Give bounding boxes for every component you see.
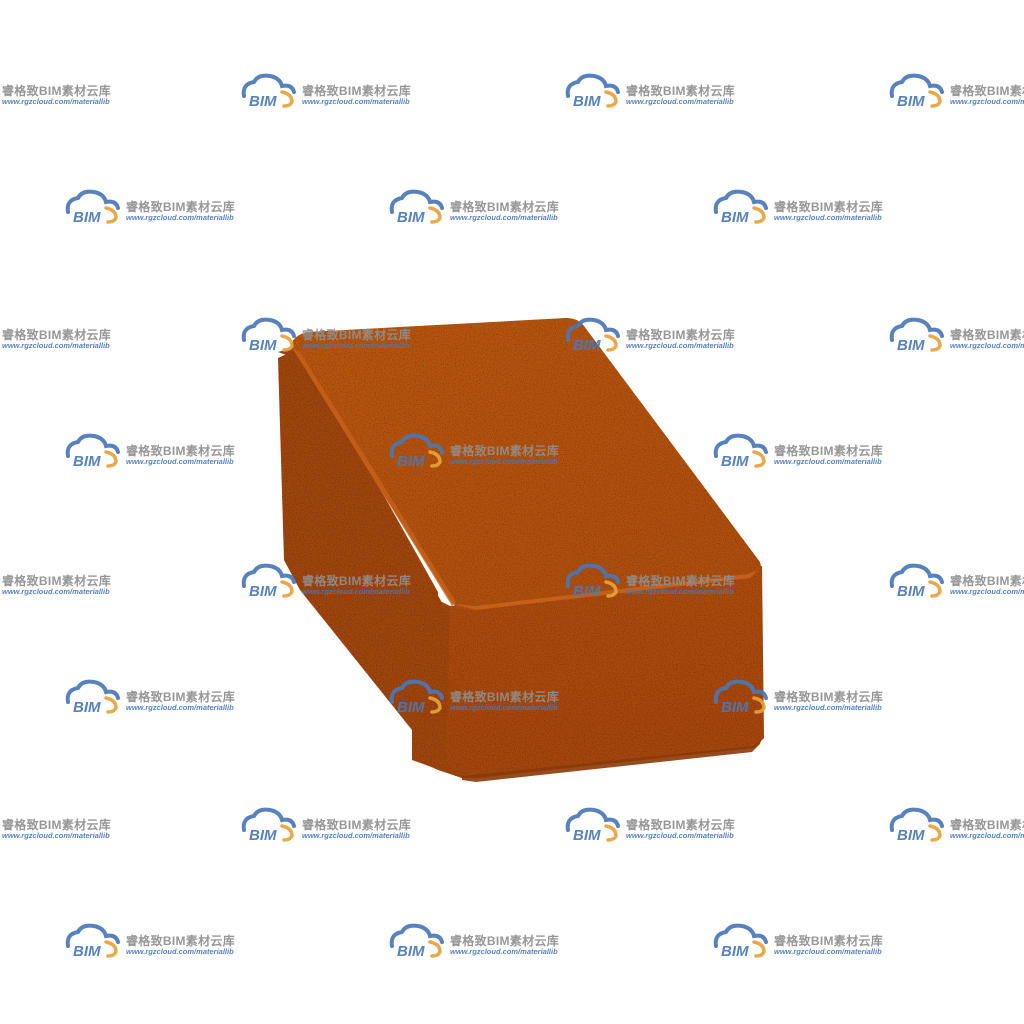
brick-top-face xyxy=(291,318,761,611)
brick-top-bevel xyxy=(292,348,456,606)
brick-bottom-edge xyxy=(462,738,762,782)
brick-left-face-main xyxy=(278,350,462,778)
brick-front-bevel xyxy=(452,566,762,610)
brick-front-face xyxy=(446,566,764,778)
